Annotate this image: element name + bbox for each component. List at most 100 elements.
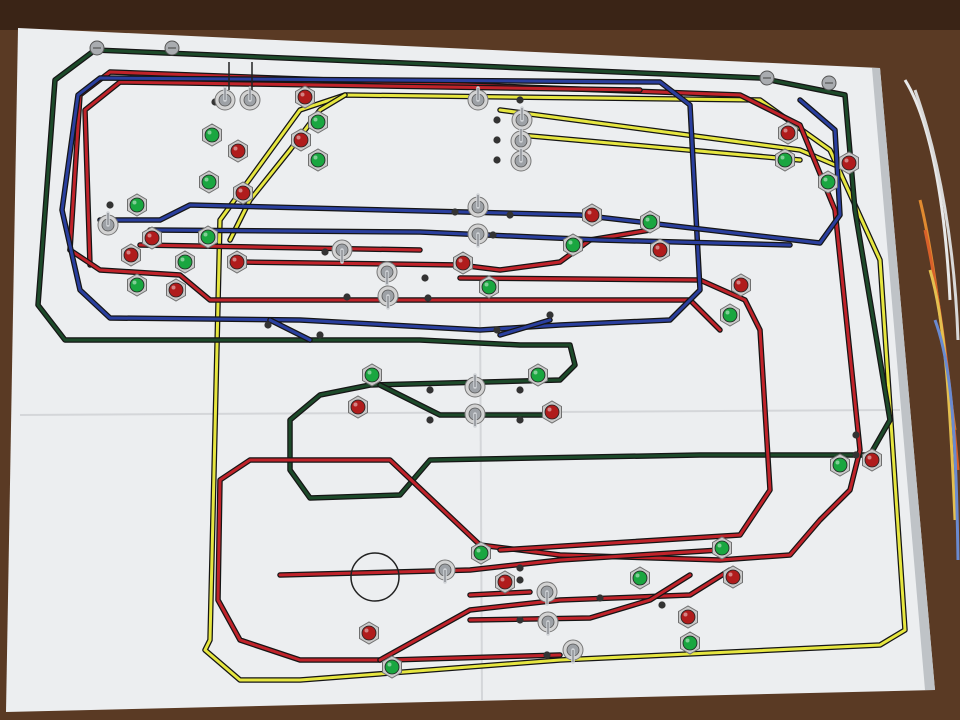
red-push-button[interactable] <box>359 621 379 645</box>
red-push-button[interactable] <box>166 278 186 302</box>
toggle-switch[interactable] <box>376 261 398 286</box>
green-push-button[interactable] <box>471 541 491 565</box>
toggle-switch[interactable] <box>214 86 236 111</box>
mounting-hole <box>852 451 860 459</box>
green-push-button[interactable] <box>775 148 795 172</box>
green-push-button[interactable] <box>308 148 328 172</box>
mounting-hole <box>451 208 459 216</box>
green-push-button[interactable] <box>563 233 583 257</box>
toggle-switch[interactable] <box>239 86 261 111</box>
green-push-button[interactable] <box>528 363 548 387</box>
red-push-button[interactable] <box>233 181 253 205</box>
mounting-hole <box>516 96 524 104</box>
mounting-hole <box>596 594 604 602</box>
toggle-switch[interactable] <box>97 211 119 236</box>
green-push-button[interactable] <box>127 273 147 297</box>
green-push-button[interactable] <box>198 225 218 249</box>
red-push-button[interactable] <box>142 226 162 250</box>
green-push-button[interactable] <box>199 170 219 194</box>
red-push-button[interactable] <box>723 565 743 589</box>
track-line-green <box>378 383 552 417</box>
mounting-hole <box>516 564 524 572</box>
track-line-yellow <box>498 108 837 167</box>
track-line-yellow <box>203 93 907 682</box>
track-line-red <box>468 590 532 597</box>
mounting-hole <box>424 294 432 302</box>
toggle-switch[interactable] <box>510 147 532 172</box>
track-line-blue <box>498 318 552 337</box>
mounting-hole <box>658 601 666 609</box>
panel-screw <box>759 70 775 86</box>
green-push-button[interactable] <box>127 193 147 217</box>
green-push-button[interactable] <box>382 655 402 679</box>
frame-top-edge <box>0 0 960 30</box>
green-push-button[interactable] <box>680 631 700 655</box>
toggle-switch[interactable] <box>464 403 486 428</box>
track-line-red <box>378 568 732 662</box>
toggle-switch[interactable] <box>434 559 456 584</box>
toggle-switch[interactable] <box>562 639 584 664</box>
red-push-button[interactable] <box>495 570 515 594</box>
toggle-switch[interactable] <box>537 611 559 636</box>
red-push-button[interactable] <box>839 151 859 175</box>
mounting-hole <box>493 326 501 334</box>
red-push-button[interactable] <box>731 273 751 297</box>
mounting-hole <box>489 231 497 239</box>
toggle-switch[interactable] <box>467 193 489 218</box>
mounting-hole <box>852 431 860 439</box>
toggle-switch[interactable] <box>331 239 353 264</box>
green-push-button[interactable] <box>630 566 650 590</box>
mounting-hole <box>426 416 434 424</box>
mounting-hole <box>426 386 434 394</box>
panel-controls <box>89 40 882 679</box>
track-line-red <box>83 80 642 267</box>
track-line-yellow <box>228 93 347 242</box>
toggle-switch[interactable] <box>464 373 486 398</box>
green-push-button[interactable] <box>818 170 838 194</box>
track-line-blue <box>148 228 792 247</box>
toggle-switch[interactable] <box>511 106 533 131</box>
red-push-button[interactable] <box>453 251 473 275</box>
panel-seam <box>479 299 483 701</box>
red-push-button[interactable] <box>295 85 315 109</box>
red-push-button[interactable] <box>542 400 562 424</box>
red-push-button[interactable] <box>650 238 670 262</box>
mounting-hole <box>516 576 524 584</box>
green-push-button[interactable] <box>479 275 499 299</box>
track-lines <box>35 47 908 683</box>
red-push-button[interactable] <box>291 128 311 152</box>
green-push-button[interactable] <box>362 363 382 387</box>
red-push-button[interactable] <box>862 448 882 472</box>
red-push-button[interactable] <box>228 139 248 163</box>
mounting-hole <box>516 386 524 394</box>
green-push-button[interactable] <box>640 210 660 234</box>
toggle-switch[interactable] <box>467 223 489 248</box>
green-push-button[interactable] <box>712 536 732 560</box>
toggle-switch[interactable] <box>467 86 489 111</box>
mounting-hole <box>493 136 501 144</box>
red-push-button[interactable] <box>348 395 368 419</box>
red-push-button[interactable] <box>582 203 602 227</box>
toggle-switch[interactable] <box>377 285 399 310</box>
track-line-red <box>388 653 562 662</box>
green-push-button[interactable] <box>720 303 740 327</box>
wiring-bundle <box>903 79 960 561</box>
green-push-button[interactable] <box>175 250 195 274</box>
red-push-button[interactable] <box>121 243 141 267</box>
red-push-button[interactable] <box>778 121 798 145</box>
track-line-red <box>278 548 722 577</box>
track-line-red <box>68 70 862 662</box>
track-line-blue <box>268 318 312 342</box>
green-push-button[interactable] <box>308 110 328 134</box>
red-push-button[interactable] <box>227 250 247 274</box>
green-push-button[interactable] <box>202 123 222 147</box>
red-push-button[interactable] <box>678 605 698 629</box>
green-push-button[interactable] <box>830 453 850 477</box>
toggle-switch[interactable] <box>536 581 558 606</box>
pen-circle-mark <box>350 552 400 602</box>
mounting-hole <box>421 274 429 282</box>
mounting-hole <box>543 651 551 659</box>
mounting-hole <box>316 331 324 339</box>
